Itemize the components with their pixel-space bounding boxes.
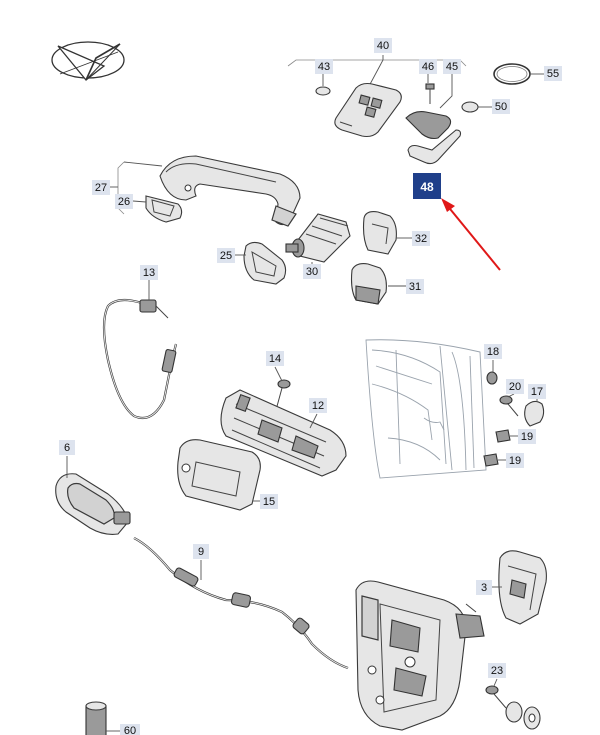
leader-45 bbox=[439, 72, 453, 109]
svg-text:12: 12 bbox=[312, 400, 324, 412]
interior-handle-part[interactable] bbox=[55, 456, 131, 535]
svg-text:55: 55 bbox=[547, 68, 559, 80]
label-25[interactable]: 25 bbox=[217, 248, 235, 263]
label-45[interactable]: 45 bbox=[443, 59, 461, 74]
bracket-15-part[interactable] bbox=[177, 439, 261, 511]
label-40[interactable]: 40 bbox=[374, 38, 392, 53]
label-55[interactable]: 55 bbox=[544, 66, 562, 81]
svg-text:32: 32 bbox=[415, 233, 427, 245]
label-46[interactable]: 46 bbox=[419, 59, 437, 74]
label-6[interactable]: 6 bbox=[59, 440, 75, 455]
svg-text:60: 60 bbox=[124, 725, 136, 735]
label-18[interactable]: 18 bbox=[484, 344, 502, 359]
svg-text:9: 9 bbox=[198, 546, 204, 558]
cap-32-part[interactable] bbox=[362, 211, 413, 255]
label-12[interactable]: 12 bbox=[309, 398, 327, 413]
sealant-can-60-part[interactable] bbox=[85, 701, 120, 735]
svg-text:14: 14 bbox=[269, 353, 281, 365]
svg-text:48: 48 bbox=[420, 180, 434, 194]
label-26[interactable]: 26 bbox=[115, 194, 133, 209]
label-30[interactable]: 30 bbox=[303, 264, 321, 279]
label-19-upper[interactable]: 19 bbox=[518, 429, 536, 444]
svg-text:17: 17 bbox=[531, 386, 543, 398]
svg-text:27: 27 bbox=[95, 182, 107, 194]
key-fob-part[interactable] bbox=[334, 82, 402, 138]
svg-text:40: 40 bbox=[377, 40, 389, 52]
svg-text:31: 31 bbox=[409, 281, 421, 293]
svg-text:19: 19 bbox=[521, 431, 533, 443]
svg-text:19: 19 bbox=[509, 455, 521, 467]
label-20[interactable]: 20 bbox=[506, 379, 524, 394]
bolt-23-part[interactable] bbox=[485, 678, 507, 709]
label-23[interactable]: 23 bbox=[488, 663, 506, 678]
handle-bracket-27 bbox=[110, 161, 163, 215]
emergency-key-blade-part[interactable] bbox=[407, 129, 462, 165]
pointer-arrow bbox=[441, 198, 501, 271]
handle-gasket-part[interactable] bbox=[132, 195, 183, 223]
bolt-19-lower-part[interactable] bbox=[483, 453, 506, 467]
key-cover-part[interactable] bbox=[405, 111, 452, 140]
handle-trim-gasket-part[interactable] bbox=[234, 241, 287, 285]
lock-cover-3-part[interactable] bbox=[492, 550, 547, 625]
cap-17-part[interactable] bbox=[524, 396, 545, 427]
svg-text:45: 45 bbox=[446, 61, 458, 73]
handle-carrier-12-part[interactable] bbox=[220, 389, 347, 477]
svg-text:50: 50 bbox=[495, 101, 507, 113]
svg-text:6: 6 bbox=[64, 442, 70, 454]
label-14[interactable]: 14 bbox=[266, 351, 284, 366]
svg-text:20: 20 bbox=[509, 381, 521, 393]
bolt-19-upper-part[interactable] bbox=[495, 429, 518, 443]
screw-14-part[interactable] bbox=[274, 366, 291, 411]
label-19-lower[interactable]: 19 bbox=[506, 453, 524, 468]
svg-text:3: 3 bbox=[481, 582, 487, 594]
door-frame-outline bbox=[365, 339, 487, 479]
door-lock-mechanism-part[interactable] bbox=[355, 580, 485, 731]
label-48-highlighted[interactable]: 48 bbox=[413, 173, 441, 199]
svg-text:23: 23 bbox=[491, 665, 503, 677]
striker-washer-part[interactable] bbox=[505, 701, 541, 730]
lock-cylinder-part[interactable] bbox=[285, 213, 351, 270]
release-cable-9-part[interactable] bbox=[133, 537, 349, 670]
svg-text:18: 18 bbox=[487, 346, 499, 358]
svg-text:13: 13 bbox=[143, 267, 155, 279]
battery-part[interactable] bbox=[315, 73, 331, 96]
key-group-bracket bbox=[287, 55, 467, 89]
crossed-arrow-logo-icon bbox=[51, 41, 125, 81]
o-ring-part[interactable] bbox=[493, 63, 544, 85]
svg-text:26: 26 bbox=[118, 196, 130, 208]
small-washer-part[interactable] bbox=[461, 101, 492, 113]
plug-18-part[interactable] bbox=[486, 360, 498, 385]
label-43[interactable]: 43 bbox=[315, 59, 333, 74]
svg-text:43: 43 bbox=[318, 61, 330, 73]
label-31[interactable]: 31 bbox=[406, 279, 424, 294]
label-15[interactable]: 15 bbox=[260, 494, 278, 509]
svg-text:30: 30 bbox=[306, 266, 318, 278]
screw-part[interactable] bbox=[425, 72, 435, 104]
svg-text:25: 25 bbox=[220, 250, 232, 262]
label-9[interactable]: 9 bbox=[193, 544, 209, 559]
svg-text:15: 15 bbox=[263, 496, 275, 508]
label-3[interactable]: 3 bbox=[476, 580, 492, 595]
label-50[interactable]: 50 bbox=[492, 99, 510, 114]
cap-31-part[interactable] bbox=[350, 263, 407, 305]
bolt-20-part[interactable] bbox=[499, 393, 519, 417]
label-13[interactable]: 13 bbox=[140, 265, 158, 280]
label-27[interactable]: 27 bbox=[92, 180, 110, 195]
release-cable-13-part[interactable] bbox=[102, 280, 178, 420]
exterior-door-handle-part[interactable] bbox=[159, 155, 301, 227]
label-60[interactable]: 60 bbox=[120, 724, 140, 735]
label-32[interactable]: 32 bbox=[412, 231, 430, 246]
label-17[interactable]: 17 bbox=[528, 384, 546, 399]
svg-text:46: 46 bbox=[422, 61, 434, 73]
